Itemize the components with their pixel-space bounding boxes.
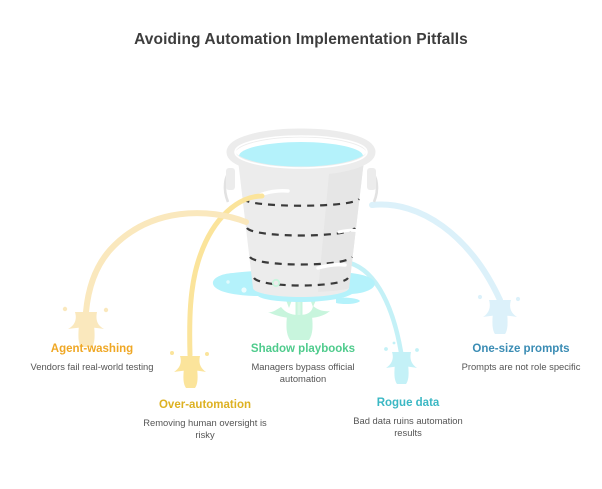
pitfall-agent-washing: Agent-washing Vendors fail real-world te… xyxy=(22,342,162,373)
pitfall-title: Shadow playbooks xyxy=(250,343,356,355)
pitfall-description: Removing human oversight is risky xyxy=(143,417,267,440)
pitfall-title: Over-automation xyxy=(158,399,251,411)
bucket xyxy=(212,128,379,305)
pitfall-one-size-prompts: One-size prompts Prompts are not role sp… xyxy=(455,342,587,373)
leak-stream-over-automation xyxy=(170,193,265,388)
pitfall-description: Vendors fail real-world testing xyxy=(30,361,154,372)
leak-stream-rogue-data xyxy=(342,259,419,384)
pitfall-shadow-playbooks: Shadow playbooks Managers bypass officia… xyxy=(248,342,358,385)
pitfall-description: Managers bypass official automation xyxy=(251,361,355,384)
pitfall-description: Prompts are not role specific xyxy=(461,361,581,372)
pitfall-over-automation: Over-automation Removing human oversight… xyxy=(140,398,270,441)
page-title: Avoiding Automation Implementation Pitfa… xyxy=(134,31,468,48)
pitfall-title: Rogue data xyxy=(376,397,440,409)
pitfall-title: Agent-washing xyxy=(50,343,134,355)
pitfall-title: One-size prompts xyxy=(472,343,570,355)
leak-stream-one-size-prompts xyxy=(369,201,521,334)
pitfall-rogue-data: Rogue data Bad data ruins automation res… xyxy=(352,396,464,439)
leak-stream-agent-washing xyxy=(62,210,249,347)
pitfall-description: Bad data ruins automation results xyxy=(353,415,463,438)
